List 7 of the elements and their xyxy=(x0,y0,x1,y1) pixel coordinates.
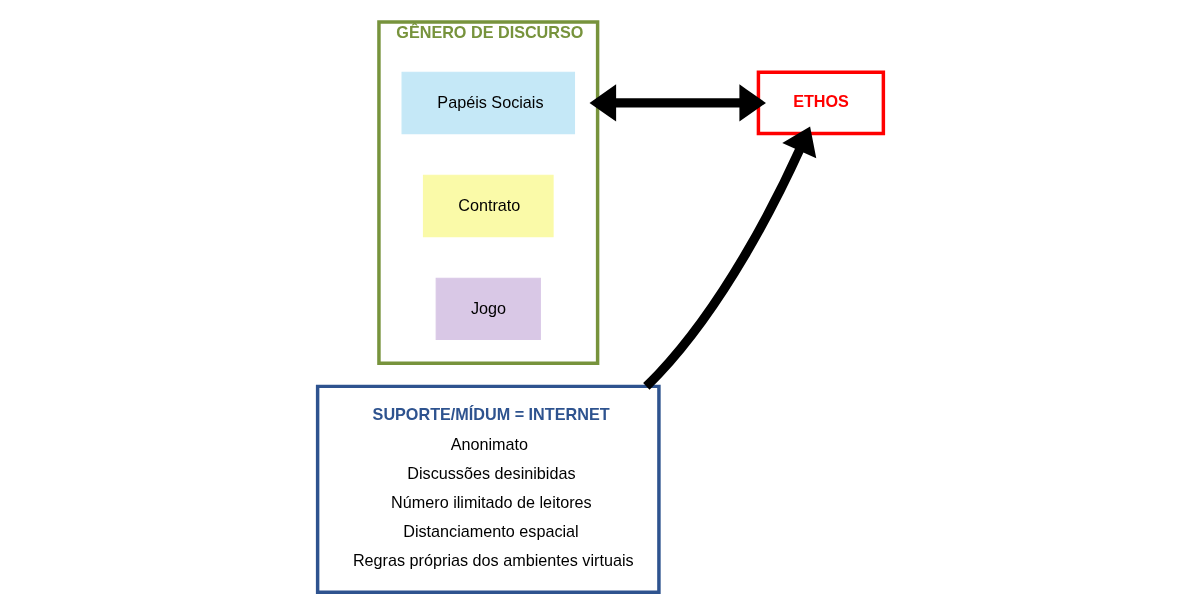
node-box: SUPORTE/MÍDUM = INTERNET Anonimato Discussões desinibidas Número ilimitado de leitores Distanciamento espacial Regras próprias dos ambientes virtuais xyxy=(315,384,661,595)
node-box: Jogo xyxy=(435,277,541,341)
arrow xyxy=(589,84,766,122)
node-box: ETHOS xyxy=(756,70,885,136)
arrow xyxy=(642,126,816,390)
node-box: Contrato xyxy=(422,174,554,238)
node-box: Papéis Sociais xyxy=(401,71,575,135)
